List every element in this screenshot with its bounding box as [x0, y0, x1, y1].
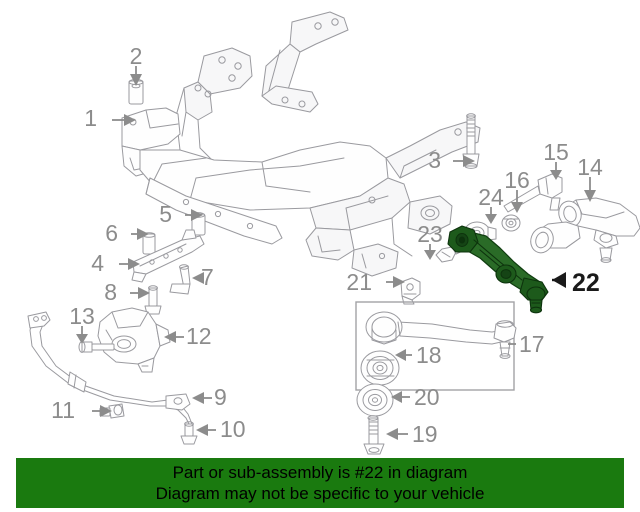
callout-8: 8 — [104, 279, 117, 305]
subframe-assembly — [121, 11, 481, 277]
callout-21: 21 — [346, 269, 372, 295]
callout-6: 6 — [105, 220, 118, 246]
part-17-boxed-group — [355, 301, 517, 391]
part-4-brace — [131, 229, 205, 283]
part-8-bolt — [144, 285, 162, 315]
stabilizer-bar — [27, 311, 193, 427]
callout-4: 4 — [91, 250, 104, 276]
notice-banner: Part or sub-assembly is #22 in diagram D… — [16, 458, 624, 508]
callout-20: 20 — [414, 384, 440, 410]
part-14-upper-control-arm — [530, 197, 640, 263]
callout-9: 9 — [214, 384, 227, 410]
callout-12: 12 — [186, 323, 212, 349]
callout-13: 13 — [69, 303, 95, 329]
callout-23: 23 — [417, 221, 443, 247]
callout-18: 18 — [416, 342, 442, 368]
callout-7: 7 — [201, 264, 214, 290]
part-19-bolt — [363, 415, 385, 455]
callout-15: 15 — [543, 139, 569, 165]
callout-3: 3 — [428, 147, 441, 173]
part-7-bolt — [169, 264, 191, 295]
callout-2: 2 — [130, 43, 143, 69]
part-13-bolt — [78, 341, 115, 353]
callout-10: 10 — [220, 416, 246, 442]
part-10-bolt — [180, 421, 198, 445]
part-22-lower-control-arm-highlighted — [447, 225, 549, 314]
callout-11: 11 — [51, 397, 75, 423]
part-12-bracket — [97, 307, 171, 373]
notice-line-2: Diagram may not be specific to your vehi… — [155, 484, 485, 503]
part-16-nut — [501, 214, 521, 232]
callout-16: 16 — [504, 167, 530, 193]
callout-1: 1 — [84, 105, 97, 131]
callout-17: 17 — [519, 331, 545, 357]
callout-5: 5 — [159, 201, 172, 227]
callout-19: 19 — [412, 421, 438, 447]
callout-22-highlighted: 22 — [572, 269, 600, 297]
part-20-bushing — [356, 383, 394, 417]
part-6-sleeve — [142, 232, 156, 255]
notice-line-1: Part or sub-assembly is #22 in diagram — [172, 463, 468, 482]
callout-labels: 1 2 3 4 5 6 7 8 9 10 11 12 13 14 15 16 1… — [51, 43, 603, 447]
callout-24: 24 — [478, 184, 504, 210]
callout-leaders — [76, 66, 596, 440]
callout-14: 14 — [577, 154, 603, 180]
